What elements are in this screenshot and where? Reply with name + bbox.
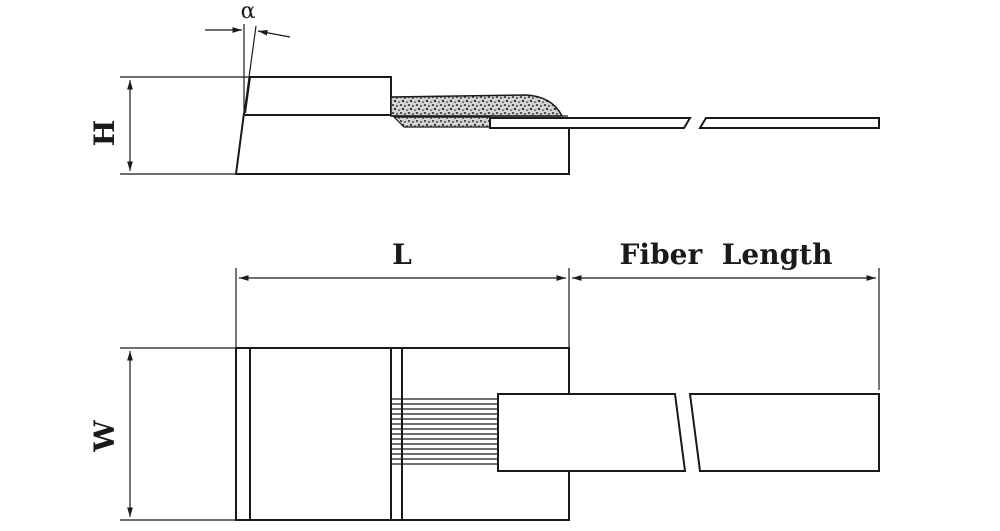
top-view: L Fiber Length [88, 238, 880, 521]
top-break-line-1 [674, 393, 686, 472]
alpha-slant-ref-line [243, 25, 257, 115]
height-label: H [88, 120, 121, 146]
side-epoxy-region [390, 94, 564, 117]
side-fiber-segment-1 [489, 117, 692, 129]
width-label: W [88, 420, 121, 453]
top-fiber-ribbon-1 [497, 393, 687, 472]
top-fiber-ribbon-2 [688, 393, 880, 472]
side-fiber-segment-2 [698, 117, 880, 129]
side-base-block [234, 112, 570, 175]
side-epoxy-lower [392, 116, 491, 128]
top-fiber-array [391, 398, 500, 465]
alpha-arrow-right [257, 29, 291, 38]
length-label: L [392, 238, 412, 271]
side-lid-block [244, 76, 392, 116]
fiber-length-label: Fiber Length [620, 238, 833, 271]
angle-label: α [241, 0, 256, 24]
side-view: α H [88, 0, 880, 175]
